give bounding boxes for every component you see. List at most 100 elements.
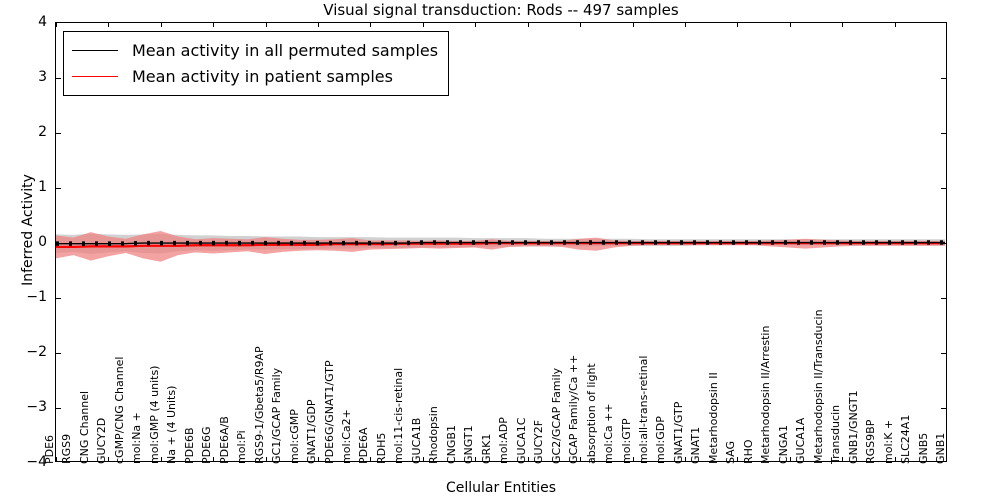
x-tick-label: SAG xyxy=(724,440,738,464)
x-tick-label: GNB1 xyxy=(933,432,947,464)
x-tick-label: mol:GTP xyxy=(619,418,633,464)
x-tick-mark xyxy=(56,457,57,461)
data-series-svg xyxy=(56,231,945,262)
y-tick-label: −4 xyxy=(26,454,47,470)
y-tick-label: 4 xyxy=(38,14,47,30)
x-tick-mark xyxy=(894,23,896,27)
y-tick-mark xyxy=(56,243,61,244)
x-tick-mark xyxy=(160,23,162,27)
x-tick-label: GUCA1A xyxy=(794,417,808,464)
x-tick-label: Metarhodopsin II/Transducin xyxy=(811,309,825,464)
x-tick-label: RHO xyxy=(741,439,755,464)
x-tick-mark xyxy=(108,23,110,27)
x-tick-label: mol:GMP (4 units) xyxy=(147,365,161,464)
x-tick-label: PDE6G xyxy=(200,426,214,464)
x-tick-label: Rhodopsin xyxy=(427,406,441,464)
y-tick-mark xyxy=(56,133,61,134)
y-tick-label: 3 xyxy=(38,69,47,85)
x-tick-label: RGS9-1/Gbeta5/R9AP xyxy=(252,346,266,464)
x-tick-label: mol:GDP xyxy=(654,416,668,464)
x-tick-label: mol:K + xyxy=(881,419,895,464)
y-tick-mark xyxy=(56,408,61,409)
x-tick-mark xyxy=(422,457,424,461)
x-tick-label: GNAT1/GDP xyxy=(305,399,319,464)
x-tick-mark xyxy=(370,23,372,27)
x-tick-label: GC2/GCAP Family xyxy=(549,367,563,464)
x-tick-mark xyxy=(737,23,739,27)
y-tick-label: 1 xyxy=(38,179,47,195)
legend-item-patient: Mean activity in patient samples xyxy=(72,63,438,89)
x-tick-label: GUCY2F xyxy=(532,419,546,464)
x-tick-mark xyxy=(842,457,844,461)
x-tick-label: RGS9BP xyxy=(864,419,878,464)
x-tick-mark xyxy=(265,23,267,27)
x-tick-label: GNAT1/GTP xyxy=(671,401,685,464)
x-tick-mark xyxy=(842,23,844,27)
x-tick-label: GUCY2D xyxy=(95,417,109,464)
x-tick-label: GC1/GCAP Family xyxy=(270,367,284,464)
plot-area: Mean activity in all permuted samples Me… xyxy=(55,22,947,462)
x-tick-mark xyxy=(894,457,896,461)
x-tick-mark xyxy=(213,23,215,27)
y-tick-label: −2 xyxy=(26,344,47,360)
x-tick-mark xyxy=(580,23,582,27)
x-tick-mark xyxy=(370,457,372,461)
x-tick-mark xyxy=(213,457,215,461)
legend-item-permuted: Mean activity in all permuted samples xyxy=(72,37,438,63)
y-tick-label: 0 xyxy=(38,234,47,250)
x-tick-label: GRK1 xyxy=(479,433,493,464)
chart-title: Visual signal transduction: Rods -- 497 … xyxy=(323,1,679,19)
y-tick-label: −3 xyxy=(26,399,47,415)
permuted-mean-markers xyxy=(56,240,945,246)
y-tick-mark xyxy=(941,353,946,354)
x-tick-label: RGS9 xyxy=(60,433,74,464)
x-tick-mark xyxy=(265,457,267,461)
x-tick-label: mol:cGMP xyxy=(287,409,301,464)
x-tick-label: PDE6G/GNAT1/GTP xyxy=(322,360,336,464)
x-tick-mark xyxy=(789,457,791,461)
x-tick-mark xyxy=(684,23,686,27)
x-tick-label: Transducin xyxy=(829,404,843,464)
y-tick-mark xyxy=(941,408,946,409)
y-tick-mark xyxy=(56,353,61,354)
x-tick-label: GNGT1 xyxy=(462,425,476,464)
x-tick-label: mol:Na + xyxy=(130,412,144,464)
x-tick-label: PDE6A xyxy=(357,427,371,464)
y-axis-title: Inferred Activity xyxy=(20,174,36,286)
y-tick-mark xyxy=(941,78,946,79)
x-tick-mark xyxy=(108,457,110,461)
x-tick-label: GNB5 xyxy=(916,432,930,464)
chart-legend: Mean activity in all permuted samples Me… xyxy=(63,31,450,96)
x-tick-label: mol:Pi xyxy=(235,430,249,464)
y-tick-mark xyxy=(56,78,61,79)
patient-confidence-band xyxy=(56,231,945,262)
y-tick-mark xyxy=(56,188,61,189)
x-tick-mark xyxy=(684,457,686,461)
y-tick-mark xyxy=(56,298,61,299)
x-tick-label: Metarhodopsin II/Arrestin xyxy=(759,325,773,464)
x-tick-mark xyxy=(789,23,791,27)
x-tick-label: mol:11-cis-retinal xyxy=(392,367,406,464)
x-tick-mark xyxy=(475,23,477,27)
x-tick-mark xyxy=(632,23,634,27)
x-tick-mark xyxy=(318,457,320,461)
legend-label-patient: Mean activity in patient samples xyxy=(132,66,393,86)
x-tick-mark xyxy=(580,457,582,461)
y-tick-mark xyxy=(941,298,946,299)
x-tick-label: CNGA1 xyxy=(776,425,790,464)
x-tick-label: PDE6A/B xyxy=(217,416,231,464)
x-tick-label: GCAP Family/Ca ++ xyxy=(567,354,581,464)
x-tick-label: GNB1/GNGT1 xyxy=(846,390,860,464)
x-tick-label: mol:all-trans-retinal xyxy=(636,355,650,464)
x-tick-label: CNGB1 xyxy=(444,425,458,464)
x-tick-label: absorption of light xyxy=(584,363,598,464)
x-tick-label: GUCA1C xyxy=(514,417,528,464)
x-tick-label: mol:Ca2+ xyxy=(339,409,353,464)
legend-line-swatch-patient xyxy=(72,75,118,77)
y-tick-mark xyxy=(941,243,946,244)
x-tick-label: mol:ADP xyxy=(497,417,511,464)
x-tick-mark xyxy=(737,457,739,461)
y-tick-label: −1 xyxy=(26,289,47,305)
y-tick-mark xyxy=(941,133,946,134)
